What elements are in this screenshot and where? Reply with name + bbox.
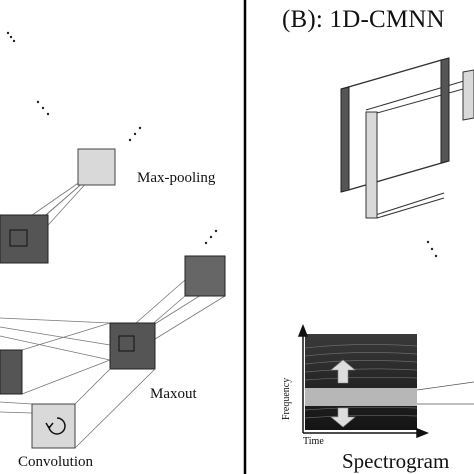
spectrogram-image (304, 334, 418, 430)
ellipsis-dots-right (204, 229, 218, 245)
time-axis-label: Time (303, 436, 324, 447)
frequency-band-highlight (305, 388, 417, 406)
up-arrow-icon (330, 359, 356, 384)
spectrogram-caption: Spectrogram (342, 449, 450, 473)
max-pooling-label: Max-pooling (137, 170, 216, 186)
rotate-arrow-icon (45, 417, 66, 435)
layer-frame-lines (340, 57, 474, 219)
maxout-box (109, 322, 156, 370)
max-pooling-box (77, 148, 116, 186)
spectrogram-axes (297, 323, 430, 439)
conv-layer-bar-light-right (462, 69, 474, 121)
convolution-projection-lines (0, 368, 156, 449)
frequency-axis-label: Frequency (281, 377, 292, 420)
feature-map-upper (0, 214, 49, 264)
down-arrow-icon (330, 407, 356, 428)
feature-map-right (184, 255, 226, 297)
receptive-field-maxout (118, 335, 135, 352)
conv-layer-bar-dark-left (340, 86, 350, 193)
convolution-label: Convolution (18, 454, 94, 470)
feature-map-lower-left (0, 349, 23, 395)
band-connector-lines (416, 381, 474, 405)
conv-layer-bar-light-left (365, 111, 378, 219)
conv-layer-bar-dark-right (440, 57, 450, 164)
ellipsis-dots-middle (128, 126, 142, 142)
ellipsis-dots-panel-b (426, 240, 438, 258)
ellipsis-dots-top (6, 31, 16, 43)
panel-b-title: (B): 1D-CMNN (282, 6, 445, 33)
convolution-box (31, 403, 76, 449)
receptive-field-upper (9, 229, 28, 247)
maxout-label: Maxout (150, 386, 197, 402)
ellipsis-dots-upper (36, 100, 50, 116)
